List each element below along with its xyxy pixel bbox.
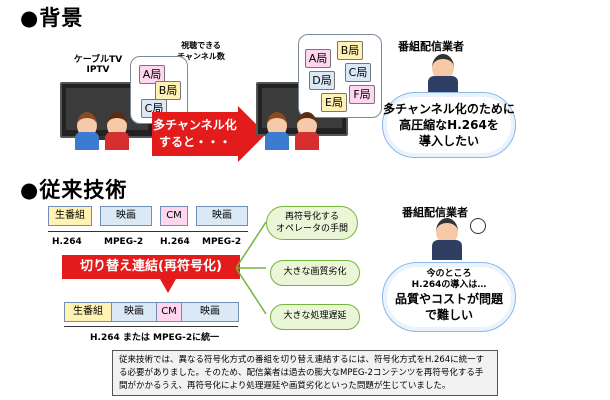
arrow-label-line2: すると・・・ [152,134,238,151]
segment-movie: 映画 [181,302,239,322]
cloud-line: H.264の導入は… [383,280,515,291]
channel-chip: B局 [155,81,181,100]
segment-movie: 映画 [111,302,157,322]
segment-movie: 映画 [100,206,152,226]
channel-chip: B局 [337,41,363,60]
unified-format-line [64,326,238,327]
cloud-line: で難しい [383,307,515,323]
channels-label-line1: 視聴できる [168,40,234,51]
down-arrow [160,279,176,293]
channel-chip: D局 [309,71,335,90]
cloud-line: 導入したい [383,133,515,149]
segment-live: 生番組 [48,206,92,226]
section-heading-background: ●背景 [20,2,83,32]
issue-quality-degradation: 大きな画質劣化 [270,260,360,286]
channel-chip: A局 [305,49,331,68]
issue-processing-delay: 大きな処理遅延 [270,304,360,330]
channel-chip: F局 [349,85,375,104]
arrow-label-line1: 多チャンネル化 [152,117,238,134]
broadcaster-thought-cloud: 多チャンネル化のために 高圧縮なH.264を 導入したい [382,92,516,158]
viewer-person-icon [104,112,130,150]
source-label: ケーブルTV IPTV [66,52,130,75]
channel-chip: C局 [345,63,371,82]
source-label-line2: IPTV [66,65,130,75]
broadcaster-title: 番組配信業者 [398,38,464,54]
cloud-line: 多チャンネル化のために [383,101,515,117]
format-label: H.264 [160,237,190,247]
viewer-person-icon [294,112,320,150]
channel-bubble-after: A局 B局 C局 D局 E局 F局 [298,34,382,118]
explanation-note: 従来技術では、異なる符号化方式の番組を切り替え連結するには、符号化方式をH.26… [112,350,498,396]
segment-cm: CM [156,302,182,322]
channel-chip: E局 [321,93,347,112]
splice-reencode-label: 切り替え連結(再符号化) [62,255,240,279]
multi-channel-arrow: 多チャンネル化 すると・・・ [152,112,267,156]
format-label: MPEG-2 [104,237,143,247]
section-heading-prior-art: ●従来技術 [20,174,127,204]
source-label-line1: ケーブルTV [66,52,130,65]
cloud-line: 今のところ [383,269,515,280]
unified-format-label: H.264 または MPEG-2に統一 [90,330,219,343]
viewer-person-icon [264,112,290,150]
format-label: H.264 [52,237,82,247]
broadcaster-person-icon [426,54,460,94]
viewer-person-icon [74,112,100,150]
stress-mark-icon [470,218,486,234]
segment-cm: CM [160,206,188,226]
segment-live: 生番組 [64,302,112,322]
problem-thought-cloud: 今のところ H.264の導入は… 品質やコストが問題 で難しい [382,262,516,332]
issue-operator-effort: 再符号化する オペレータの手間 [266,206,358,240]
cloud-line: 高圧縮なH.264を [383,117,515,133]
cloud-line: 品質やコストが問題 [383,291,515,307]
format-arrows [46,228,250,236]
worried-broadcaster-icon [430,218,464,260]
